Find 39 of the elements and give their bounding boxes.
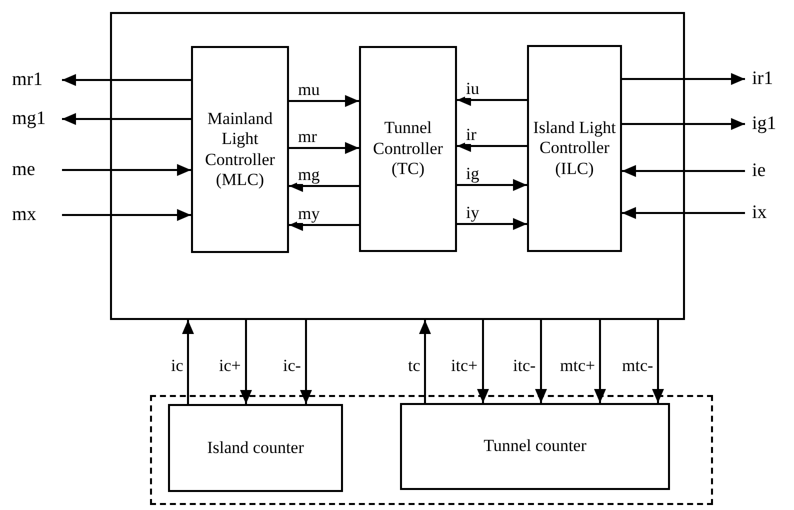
arrow: [457, 179, 527, 191]
arrow: [62, 74, 191, 86]
arrow: [240, 320, 252, 404]
arrow: [622, 73, 745, 85]
signal-label: mx: [12, 204, 62, 226]
arrow: [535, 320, 547, 403]
arrow: [289, 180, 359, 192]
signal-label: ix: [745, 202, 793, 224]
arrow: [62, 209, 191, 221]
arrow: [457, 94, 527, 106]
counter-box: Island counter: [168, 404, 343, 492]
signal-label: ig1: [745, 113, 793, 135]
arrow: [457, 218, 527, 230]
signal-label: ir1: [745, 68, 793, 90]
arrow: [477, 320, 489, 403]
arrow: [289, 142, 359, 154]
controller-box: Mainland Light Controller (MLC): [191, 46, 289, 253]
arrow: [62, 113, 191, 125]
arrow: [182, 320, 194, 404]
arrow: [622, 118, 745, 130]
dashed-box: [150, 395, 713, 505]
arrow: [289, 95, 359, 107]
counter-box: Tunnel counter: [400, 403, 670, 490]
controller-box: Tunnel Controller (TC): [359, 46, 457, 252]
arrow: [594, 320, 606, 403]
arrow: [622, 207, 745, 219]
signal-label: ie: [745, 160, 793, 182]
arrow: [300, 320, 312, 404]
outer-box: [110, 12, 685, 320]
arrow: [62, 164, 191, 176]
signal-label: mr1: [12, 69, 62, 91]
arrow: [622, 165, 745, 177]
controller-box: Island Light Controller (ILC): [527, 45, 622, 252]
signal-label: mg1: [12, 108, 62, 130]
arrow: [419, 320, 431, 403]
arrow: [457, 140, 527, 152]
arrow: [652, 320, 664, 403]
arrow: [289, 219, 359, 231]
signal-label: me: [12, 159, 62, 181]
